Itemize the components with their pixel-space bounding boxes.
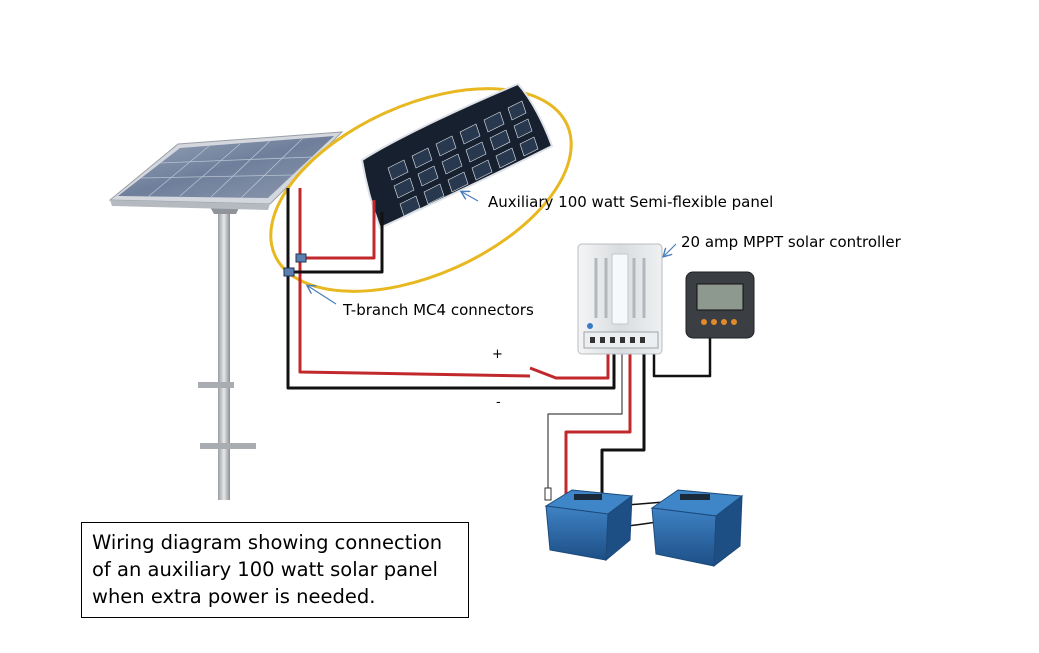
controller-terminals: [590, 337, 645, 343]
battery-1-handle: [574, 494, 602, 500]
callout-arrow-connectors: [308, 286, 337, 305]
aux-positive-wire: [300, 200, 376, 260]
battery-1-front: [545, 505, 609, 561]
controller-label: 20 amp MPPT solar controller: [681, 233, 901, 251]
aux-panel-label: Auxiliary 100 watt Semi-flexible panel: [488, 193, 774, 211]
battery-negative-wire: [600, 352, 646, 520]
aux-negative-wire: [288, 212, 384, 274]
battery-2-side: [713, 494, 743, 568]
mppt-controller: [577, 243, 663, 355]
pole-crossbar-lower: [200, 443, 256, 449]
battery-1-side: [605, 494, 633, 562]
positive-wire-to-controller: [529, 352, 610, 380]
meter-screen: [696, 283, 744, 311]
callout-arrow-aux-panel: [462, 192, 479, 202]
caption-line-2: of an auxiliary 100 watt solar panel: [92, 558, 438, 581]
controller-logo: [587, 323, 593, 329]
meter-buttons: [701, 319, 737, 325]
main-panel-positive-wire: [298, 188, 531, 378]
battery-positive-wire: [564, 352, 632, 500]
panel-cells: [118, 136, 334, 198]
battery-2-front: [651, 507, 717, 567]
t-branch-connector-negative: [283, 267, 295, 277]
panel-grid: [140, 138, 314, 199]
semi-flexible-panel: [360, 82, 554, 230]
caption-box: Wiring diagram showing connection of an …: [81, 522, 469, 618]
battery-2: [650, 489, 744, 568]
battery-2-handle: [680, 494, 710, 500]
controller-center-plate: [611, 253, 629, 325]
meter-cable: [652, 338, 712, 378]
pole-mounted-panel: [108, 131, 344, 500]
positive-sign: +: [492, 347, 503, 362]
t-branch-connector-positive: [295, 253, 307, 263]
panel-edge: [110, 200, 270, 210]
temperature-sensor: [544, 487, 552, 501]
caption-line-1: Wiring diagram showing connection: [92, 531, 443, 554]
callout-arrow-controller: [664, 243, 677, 256]
controller-heatsink-fins: [594, 258, 646, 318]
battery-1: [544, 489, 634, 562]
pole-crossbar-upper: [198, 382, 234, 388]
highlight-ellipse: [269, 87, 573, 293]
main-panel-negative-wire: [286, 188, 616, 390]
connectors-label: T-branch MC4 connectors: [343, 301, 534, 319]
caption-line-3: when extra power is needed.: [92, 585, 376, 608]
panel-pole: [218, 200, 230, 500]
temp-sensor-wire: [547, 352, 623, 490]
flex-panel-cells: [387, 100, 539, 217]
remote-meter: [685, 271, 755, 339]
negative-sign: -: [496, 395, 501, 410]
wiring: [286, 188, 712, 529]
